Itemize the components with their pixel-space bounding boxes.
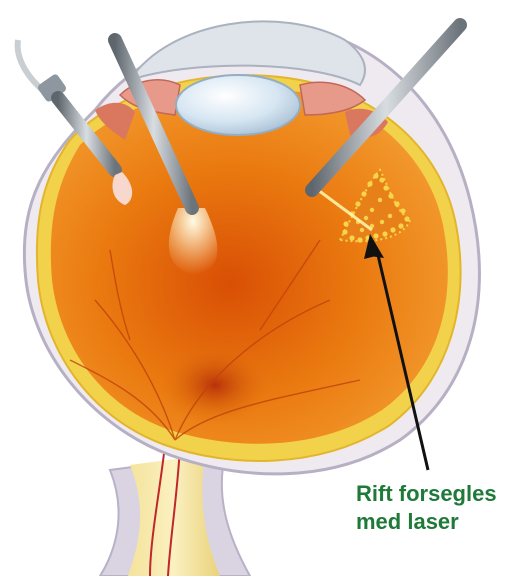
lens bbox=[176, 75, 300, 135]
annotation-line-2: med laser bbox=[356, 508, 526, 536]
annotation-label: Rift forsegles med laser bbox=[356, 480, 526, 536]
macula bbox=[160, 345, 270, 425]
annotation-line-1: Rift forsegles bbox=[356, 480, 526, 508]
